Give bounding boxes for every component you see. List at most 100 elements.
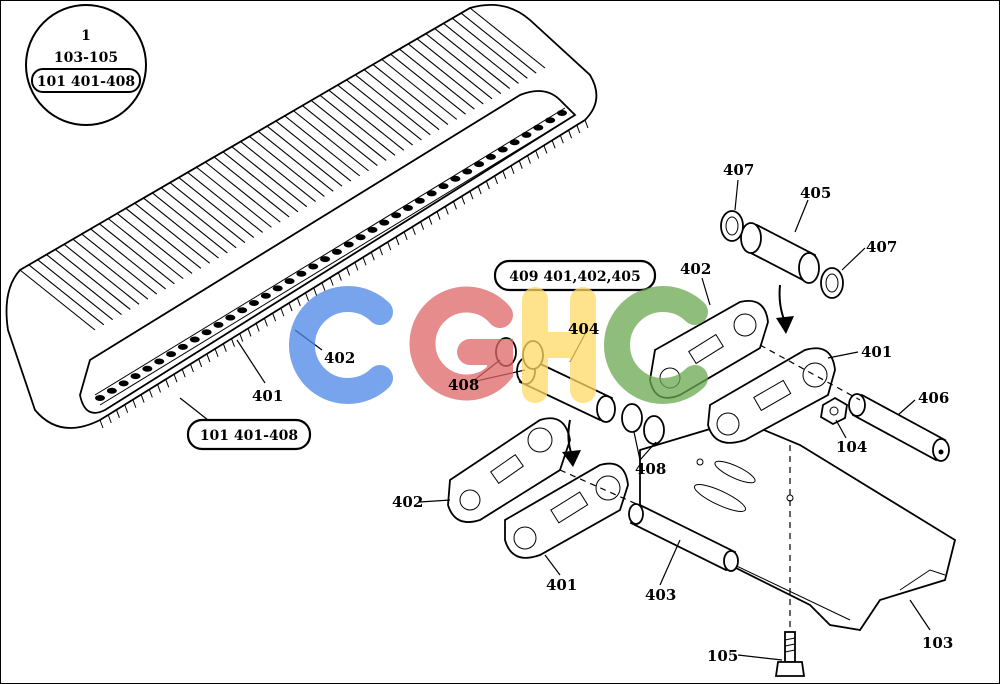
- grouser-plate: [337, 84, 413, 146]
- grouser-plate: [90, 228, 166, 290]
- pill-link-label: 409 401,402,405: [493, 259, 657, 292]
- chain-link: [438, 183, 449, 190]
- grouser-plate: [63, 243, 140, 305]
- track-tooth: [107, 414, 112, 424]
- track-tooth: [387, 241, 392, 251]
- track-tooth: [247, 328, 252, 337]
- part-labels: 401 402 407 405 407 402 404 408 401 406 …: [252, 161, 953, 665]
- grouser-plate: [160, 187, 237, 249]
- track-tooth: [148, 389, 153, 398]
- track-tooth: [157, 384, 162, 393]
- grouser-plate: [169, 182, 246, 244]
- arrow-down-icon: [562, 419, 581, 467]
- grouser-plate: [452, 17, 528, 79]
- grouser-plate: [275, 120, 352, 182]
- grouser-plate: [152, 192, 228, 254]
- grouser-plate: [249, 136, 325, 197]
- grouser-plate: [28, 264, 105, 326]
- track-tooth: [502, 170, 507, 180]
- track-tooth: [428, 216, 433, 225]
- pill-track-text: 101 401-408: [200, 428, 298, 444]
- grouser-plate: [381, 58, 458, 120]
- track-tooth: [411, 226, 416, 235]
- grouser-plate: [116, 213, 193, 274]
- track-tooth: [206, 353, 211, 363]
- grouser-plate: [231, 146, 308, 208]
- chain-link: [237, 307, 248, 314]
- grouser-plate: [187, 171, 263, 233]
- track-shoe-103: [639, 419, 957, 631]
- pin-406: [848, 393, 950, 462]
- grouser-plate: [399, 48, 475, 110]
- chain-link: [118, 380, 129, 387]
- track-tooth: [132, 399, 137, 408]
- track-tooth: [337, 272, 342, 281]
- seal-408-d: [643, 415, 665, 445]
- label-104: 104: [836, 438, 867, 456]
- track-tooth: [354, 262, 359, 271]
- callout-circle: 1 103-105 101 401-408: [25, 4, 147, 126]
- track-tooth: [115, 409, 120, 419]
- grouser-plate: [54, 249, 131, 310]
- grouser-plate: [178, 177, 255, 238]
- grouser-plate: [310, 100, 387, 161]
- grouser-plate: [363, 69, 440, 131]
- track-tooth: [124, 404, 129, 413]
- link-401-upper: [707, 347, 836, 444]
- grouser-plate: [416, 38, 493, 100]
- chain-link: [142, 365, 153, 372]
- track-tooth: [444, 206, 449, 215]
- label-103: 103: [922, 634, 953, 652]
- chain-link: [426, 190, 437, 197]
- track-tooth: [305, 292, 309, 302]
- grouser-plate: [372, 64, 449, 125]
- link-401-lower: [504, 462, 629, 559]
- seal-408-c: [621, 403, 643, 433]
- track-tooth: [173, 374, 178, 383]
- chain-link: [95, 395, 105, 401]
- track-tooth: [379, 246, 383, 256]
- pill-track-label: 101 401-408: [186, 418, 312, 451]
- grouser-plate: [443, 22, 519, 84]
- chain-link: [331, 248, 342, 255]
- grouser-plate: [346, 79, 422, 141]
- track-tooth: [576, 124, 581, 134]
- grouser-plate: [293, 110, 369, 172]
- grouser-plate: [266, 125, 343, 187]
- chain-link: [462, 168, 473, 175]
- label-407-right: 407: [866, 238, 897, 256]
- chain-link: [545, 117, 556, 124]
- track-tooth: [494, 175, 499, 185]
- track-tooth: [510, 165, 515, 174]
- track-tooth: [181, 368, 186, 378]
- track-tooth: [420, 221, 425, 230]
- track-tooth: [198, 358, 203, 368]
- chain-link: [414, 197, 425, 204]
- spacer-407-a: [720, 210, 744, 242]
- chain-link: [403, 205, 413, 211]
- grouser-plate: [37, 259, 113, 321]
- track-tooth: [436, 211, 441, 220]
- pill-link-text: 409 401,402,405: [509, 269, 641, 285]
- track-tooth: [231, 338, 235, 347]
- label-403: 403: [645, 586, 676, 604]
- grouser-plate: [354, 74, 431, 136]
- grouser-plate: [302, 105, 378, 167]
- watermark: [289, 286, 708, 404]
- chain-link: [474, 161, 485, 168]
- track-tooth: [313, 287, 318, 296]
- track-tooth: [99, 419, 104, 429]
- track-tooth: [214, 348, 219, 357]
- track-tooth: [453, 201, 457, 210]
- grouser-plate: [257, 130, 334, 192]
- track-tooth: [321, 282, 326, 291]
- chain-link: [379, 219, 390, 226]
- track-tooth: [255, 323, 260, 332]
- label-408-left: 408: [448, 376, 479, 394]
- grouser-plate: [81, 233, 158, 295]
- chain-link: [367, 226, 378, 233]
- callout-line2: 103-105: [54, 50, 118, 66]
- grouser-plate: [434, 28, 511, 89]
- chain-link: [213, 321, 224, 328]
- track-tooth: [526, 155, 531, 164]
